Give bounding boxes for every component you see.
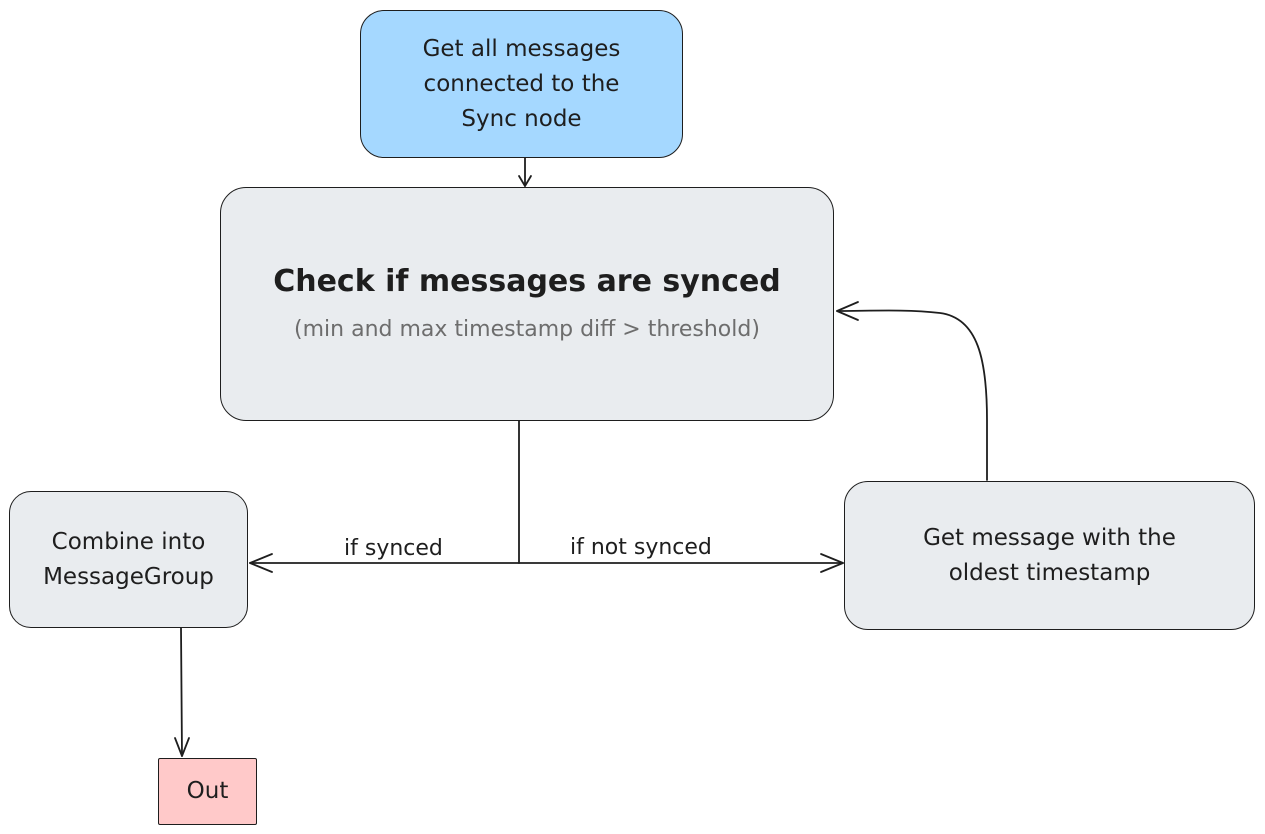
node-get-oldest-message: Get message with the oldest timestamp [844, 481, 1255, 630]
node-check-synced-title: Check if messages are synced [273, 264, 781, 299]
node-check-synced: Check if messages are synced (min and ma… [220, 187, 834, 421]
node-get-all-messages: Get all messages connected to the Sync n… [360, 10, 683, 158]
node-get-oldest-message-label: Get message with the oldest timestamp [923, 524, 1176, 586]
arrowhead-synced [249, 553, 273, 573]
edge-label-if-synced: if synced [344, 536, 443, 561]
arrowhead-not-synced [820, 553, 844, 573]
arrowhead-oldest-to-check [836, 301, 859, 321]
edge-oldest-to-check [836, 309, 988, 481]
edge-combine-to-out [180, 627, 183, 757]
node-check-synced-subtitle: (min and max timestamp diff > threshold) [294, 317, 760, 342]
node-get-all-messages-label: Get all messages connected to the Sync n… [422, 35, 621, 132]
edge-label-if-not-synced: if not synced [570, 535, 712, 560]
node-combine-message-group-label: Combine into MessageGroup [43, 528, 214, 590]
arrowhead-start-to-check [518, 175, 532, 187]
node-out-label: Out [186, 778, 229, 804]
node-out: Out [158, 758, 257, 825]
node-combine-message-group: Combine into MessageGroup [9, 491, 248, 628]
arrowhead-combine-to-out [174, 737, 190, 757]
